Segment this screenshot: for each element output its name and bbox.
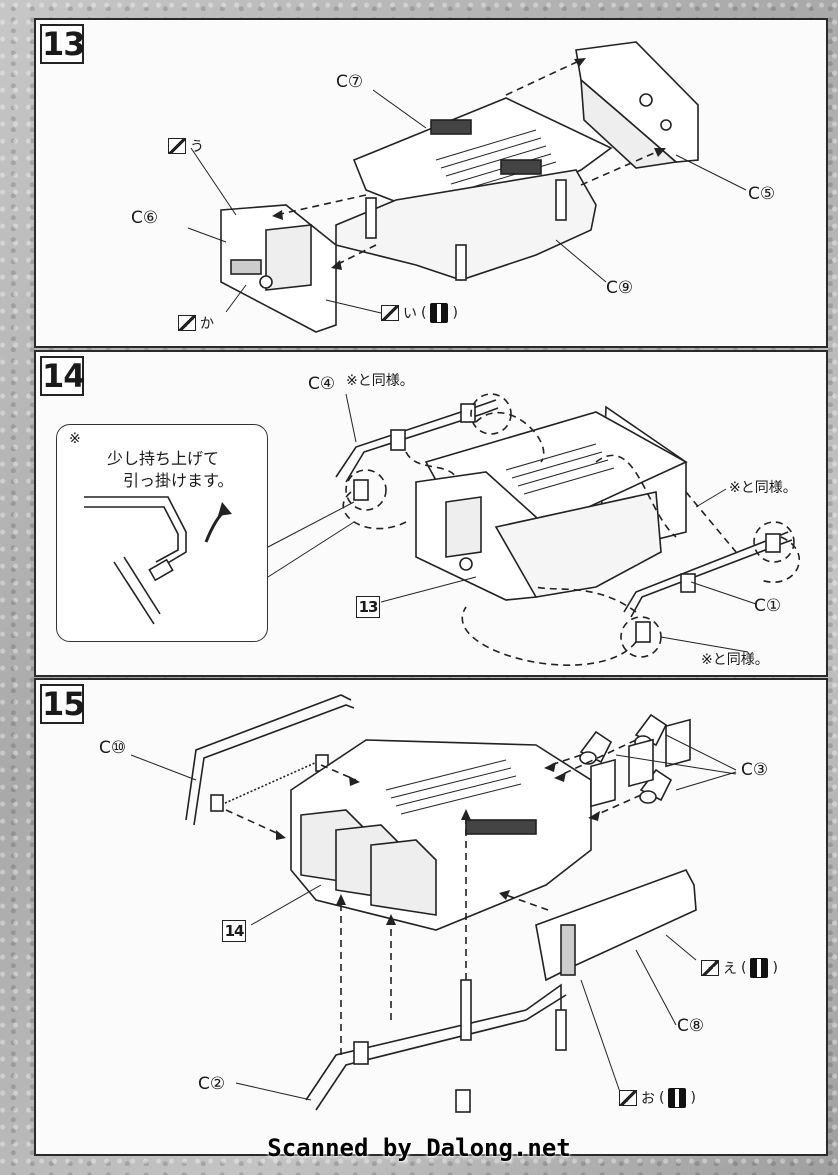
part-label-c7: C⑦ bbox=[336, 72, 364, 92]
paint-mark-label: え bbox=[723, 961, 737, 977]
same-as-note-bottom: ※と同様。 bbox=[701, 652, 769, 668]
callout-mark: ※ bbox=[69, 431, 81, 447]
part-label-c9: C⑨ bbox=[606, 278, 634, 298]
callout-line-1: 少し持ち上げて bbox=[107, 449, 220, 468]
paint-mark-ka: か bbox=[178, 313, 214, 333]
close-paren: ) bbox=[772, 960, 778, 976]
scan-credit-footer: Scanned by Dalong.net bbox=[267, 1134, 571, 1162]
brush-icon bbox=[619, 1090, 637, 1106]
same-as-note-top: ※と同様。 bbox=[346, 373, 414, 389]
close-paren: ) bbox=[690, 1090, 696, 1106]
step-14-diagram bbox=[84, 393, 801, 666]
open-paren: ( bbox=[421, 305, 427, 321]
step-13-diagram bbox=[187, 41, 747, 333]
paint-mark-label: か bbox=[200, 316, 214, 332]
step-number: 14 bbox=[40, 356, 86, 396]
open-paren: ( bbox=[659, 1090, 665, 1106]
paint-mark-label: い bbox=[403, 306, 417, 322]
step-14-panel: 14 ※ 少し持ち上げて 引っ掛けます。 bbox=[34, 350, 828, 677]
part-label-c4: C④ bbox=[308, 374, 336, 394]
step-15-diagram bbox=[130, 694, 737, 1113]
same-as-note-right: ※と同様。 bbox=[729, 480, 797, 496]
close-paren: ) bbox=[452, 305, 458, 321]
paint-mark-i: い ( ) bbox=[381, 303, 458, 323]
brush-icon bbox=[168, 138, 186, 154]
brush-icon bbox=[178, 315, 196, 331]
step-13-panel: 13 bbox=[34, 18, 828, 348]
part-label-c10: C⑩ bbox=[99, 738, 127, 758]
step-reference-13: 13 bbox=[356, 596, 380, 618]
brush-icon bbox=[701, 960, 719, 976]
open-paren: ( bbox=[741, 960, 747, 976]
step-number: 13 bbox=[40, 24, 86, 64]
brush-icon bbox=[381, 305, 399, 321]
part-label-c1: C① bbox=[754, 596, 782, 616]
paint-mark-o: お ( ) bbox=[619, 1088, 696, 1108]
paint-mark-u: う bbox=[168, 136, 204, 156]
decal-sticker-icon bbox=[668, 1088, 687, 1108]
paint-mark-label: う bbox=[190, 139, 204, 155]
decal-sticker-icon bbox=[430, 303, 449, 323]
part-label-c8: C⑧ bbox=[677, 1016, 705, 1036]
callout-line-2: 引っ掛けます。 bbox=[123, 471, 234, 490]
decal-sticker-icon bbox=[750, 958, 769, 978]
step-15-panel: 15 bbox=[34, 678, 828, 1156]
step-reference-14: 14 bbox=[222, 920, 246, 942]
part-label-c2: C② bbox=[198, 1074, 226, 1094]
paint-mark-label: お bbox=[641, 1091, 655, 1107]
part-label-c5: C⑤ bbox=[748, 184, 776, 204]
part-label-c3: C③ bbox=[741, 760, 769, 780]
step-number: 15 bbox=[40, 684, 86, 724]
detail-callout: ※ 少し持ち上げて 引っ掛けます。 bbox=[56, 424, 268, 642]
paint-mark-e: え ( ) bbox=[701, 958, 778, 978]
part-label-c6: C⑥ bbox=[131, 208, 159, 228]
